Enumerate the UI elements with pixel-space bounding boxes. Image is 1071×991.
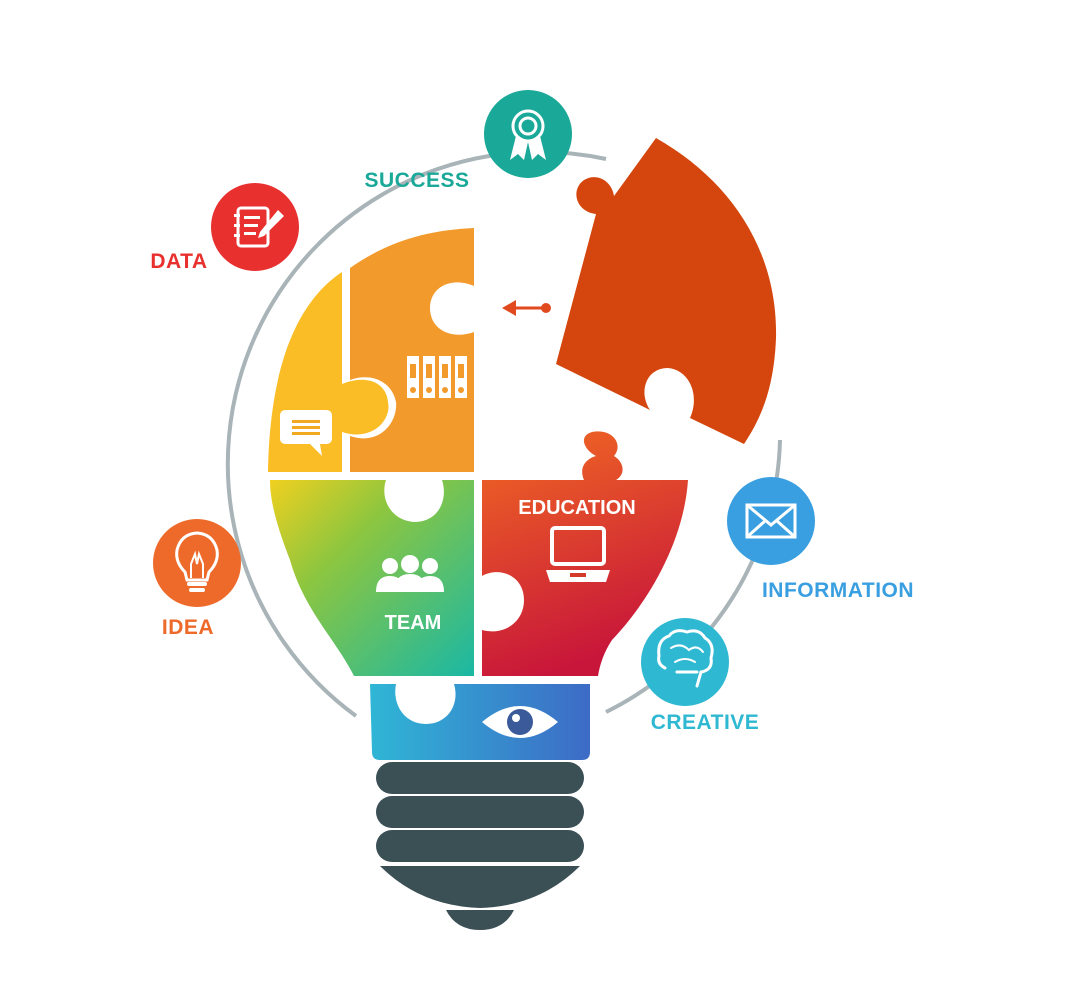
success-node: SUCCESS [364, 90, 572, 192]
puzzle-piece-team: TEAM [270, 480, 474, 676]
team-label: TEAM [385, 612, 442, 634]
eye-icon [482, 706, 558, 738]
lightbulb-icon [175, 531, 219, 592]
data-node: DATA [150, 183, 299, 273]
information-label: INFORMATION [762, 579, 914, 602]
puzzle-piece-detached [556, 138, 777, 444]
speech-bubble-icon [280, 410, 332, 456]
education-label: EDUCATION [518, 497, 635, 519]
bulb-base [376, 762, 584, 930]
award-ribbon-icon [510, 109, 546, 160]
brain-icon [657, 629, 714, 688]
puzzle-piece-education: EDUCATION [482, 431, 688, 676]
notepad-pencil-icon [234, 206, 284, 248]
binders-icon [407, 356, 467, 398]
arrow-icon [502, 300, 551, 316]
creative-label: CREATIVE [651, 711, 760, 734]
puzzle-piece-vision [370, 684, 590, 760]
success-label: SUCCESS [364, 169, 469, 192]
puzzle-piece-files [350, 228, 474, 472]
information-node: INFORMATION [727, 477, 914, 602]
data-label: DATA [150, 250, 207, 273]
puzzle-piece-chat [268, 272, 389, 472]
creative-node: CREATIVE [641, 618, 759, 734]
people-group-icon [376, 555, 444, 592]
idea-label: IDEA [162, 616, 214, 639]
laptop-icon [546, 526, 610, 582]
idea-node: IDEA [153, 519, 241, 639]
envelope-icon [745, 503, 797, 539]
